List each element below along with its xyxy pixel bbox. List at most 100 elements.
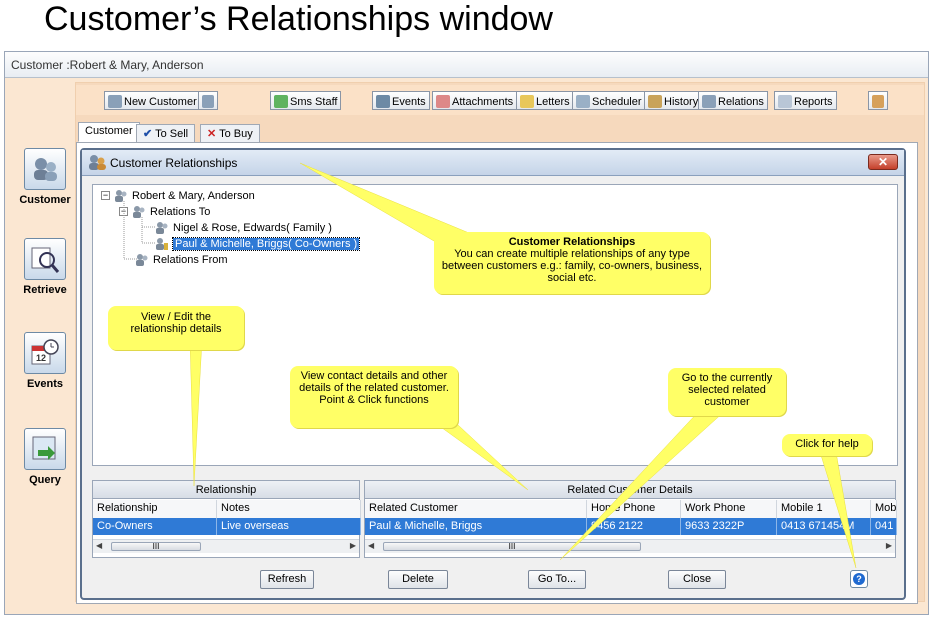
customer-icon (24, 148, 66, 190)
page-title: Customer’s Relationships window (44, 0, 553, 38)
customer-lookup-button[interactable] (198, 91, 218, 110)
goto-button[interactable]: Go To... (528, 570, 586, 589)
toolbar: New Customer Sms Staff Events Attachment… (76, 85, 924, 115)
work-phone-cell[interactable]: 9633 2322P (681, 518, 777, 535)
people-icon (155, 221, 169, 234)
nav-events-label: Events (26, 378, 64, 390)
history-label: History (664, 95, 699, 108)
nav-query[interactable]: Query (11, 428, 79, 486)
events-tool-icon (376, 95, 390, 108)
tree-child2-label: Paul & Michelle, Briggs( Co-Owners ) (171, 236, 361, 251)
scroll-left-icon[interactable]: ◀ (368, 541, 375, 550)
x-icon: ✕ (207, 128, 217, 140)
relationship-cell[interactable]: Co-Owners (93, 518, 217, 535)
scroll-right-icon[interactable]: ▶ (885, 541, 892, 550)
scroll-right-icon[interactable]: ▶ (349, 541, 356, 550)
customer-lookup-icon (202, 95, 214, 108)
events-button[interactable]: Events (372, 91, 430, 110)
attachments-button[interactable]: Attachments (432, 91, 518, 110)
help-icon: ? (853, 573, 865, 585)
check-icon: ✔ (143, 128, 153, 140)
help-button[interactable]: ? (850, 570, 868, 588)
relationships-dialog: Customer Relationships ✕ − Robert & Mary… (80, 148, 906, 600)
left-nav: Customer Retrieve 12 Events Query (11, 82, 79, 612)
tree-node-child1[interactable]: Nigel & Rose, Edwards( Family ) (155, 221, 332, 234)
reports-button[interactable]: Reports (774, 91, 837, 110)
nav-query-label: Query (29, 474, 61, 486)
callout-relationships: Customer Relationships You can create mu… (434, 232, 710, 294)
column-header[interactable]: Work Phone (681, 500, 777, 518)
related-scrollbar[interactable]: ◀ III ▶ (365, 539, 895, 553)
letters-button[interactable]: Letters (516, 91, 574, 110)
tree-node-child2[interactable]: Paul & Michelle, Briggs( Co-Owners ) (155, 236, 361, 251)
collapse-icon[interactable]: − (101, 190, 110, 200)
history-icon (648, 95, 662, 108)
tree-node-root[interactable]: − Robert & Mary, Anderson (101, 189, 255, 202)
nav-retrieve-label: Retrieve (23, 284, 67, 296)
relations-icon (702, 95, 716, 108)
refresh-button[interactable]: Refresh (260, 570, 314, 589)
scroll-thumb[interactable]: III (383, 542, 641, 551)
nav-events[interactable]: 12 Events (11, 332, 79, 390)
edit-tool-button[interactable] (868, 91, 888, 110)
tree-node-relations-from[interactable]: Relations From (135, 253, 228, 266)
window-titlebar: Customer :Robert & Mary, Anderson (5, 52, 928, 78)
new-customer-icon (108, 95, 122, 108)
column-header[interactable]: Related Customer (365, 500, 587, 518)
attachment-icon (436, 95, 450, 108)
people-icon (132, 205, 146, 218)
svg-text:12: 12 (36, 353, 46, 363)
tree-root-label: Robert & Mary, Anderson (132, 189, 255, 202)
attachments-label: Attachments (452, 95, 514, 108)
tree-relations-from-label: Relations From (153, 253, 228, 266)
tree-lines (123, 201, 155, 260)
relationships-icon (88, 153, 106, 171)
new-customer-button[interactable]: New Customer (104, 91, 201, 110)
scroll-left-icon[interactable]: ◀ (96, 541, 103, 550)
column-header[interactable]: Relationship (93, 500, 217, 518)
history-button[interactable]: History (644, 91, 703, 110)
dialog-title: Customer Relationships (110, 156, 238, 170)
new-customer-label: New Customer (124, 95, 197, 108)
delete-button[interactable]: Delete (388, 570, 448, 589)
people-icon (135, 253, 149, 266)
tab-to-sell-label: To Sell (155, 128, 189, 140)
scheduler-button[interactable]: Scheduler (572, 91, 646, 110)
nav-retrieve[interactable]: Retrieve (11, 238, 79, 296)
column-header[interactable]: Mobile 1 (777, 500, 871, 518)
dialog-titlebar: Customer Relationships ✕ (82, 150, 904, 176)
sms-staff-button[interactable]: Sms Staff (270, 91, 342, 110)
relationship-grid: Relationship Relationship Notes Co-Owner… (92, 480, 361, 558)
relationship-scrollbar[interactable]: ◀ III ▶ (93, 539, 359, 553)
retrieve-icon (24, 238, 66, 280)
column-header[interactable]: Notes (217, 500, 361, 518)
tab-to-buy-label: To Buy (219, 128, 253, 140)
column-header[interactable]: Mob (871, 500, 897, 518)
nav-customer-label: Customer (19, 194, 71, 206)
relations-button[interactable]: Relations (698, 91, 768, 110)
relations-label: Relations (718, 95, 764, 108)
tab-to-buy[interactable]: ✕ To Buy (200, 124, 260, 143)
sms-icon (274, 95, 288, 108)
home-phone-cell[interactable]: 9456 2122 (587, 518, 681, 535)
related-customer-cell[interactable]: Paul & Michelle, Briggs (365, 518, 587, 535)
letter-icon (520, 95, 534, 108)
close-icon[interactable]: ✕ (868, 154, 898, 170)
notes-cell[interactable]: Live overseas (217, 518, 361, 535)
scroll-thumb[interactable]: III (111, 542, 201, 551)
tab-customer[interactable]: Customer (78, 122, 140, 142)
mobile2-cell[interactable]: 041 (871, 518, 897, 535)
related-customer-grid: Related Customer Details Related Custome… (364, 480, 897, 558)
people-key-icon (155, 237, 169, 250)
query-icon (24, 428, 66, 470)
callout-help: Click for help (782, 434, 872, 456)
events-icon: 12 (24, 332, 66, 374)
scheduler-icon (576, 95, 590, 108)
events-label: Events (392, 95, 426, 108)
tree-child1-label: Nigel & Rose, Edwards( Family ) (173, 221, 332, 234)
nav-customer[interactable]: Customer (11, 148, 79, 206)
callout-goto: Go to the currently selected related cus… (668, 368, 786, 416)
edit-icon (872, 95, 884, 108)
close-button[interactable]: Close (668, 570, 726, 589)
scheduler-label: Scheduler (592, 95, 642, 108)
